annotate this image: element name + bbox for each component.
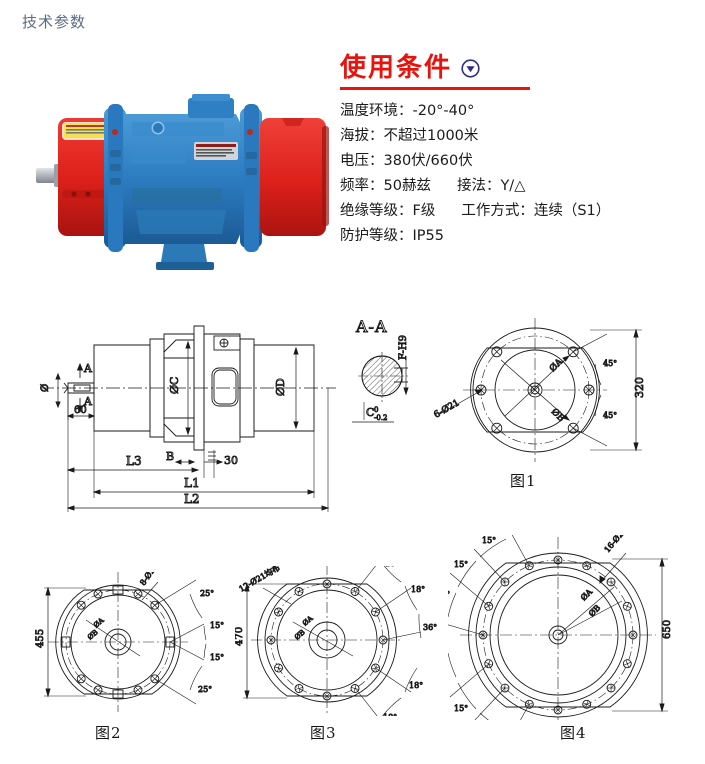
dim-470: 470	[235, 627, 245, 646]
angle-15-e: 15°	[454, 704, 468, 713]
dim-320: 320	[633, 377, 646, 398]
flange-figure-4: ØA ØB 15° 15° 15° 30° 15° 1	[448, 535, 698, 720]
spec-value: 50赫兹	[383, 178, 431, 194]
dim-diameter-d: ØD	[274, 378, 287, 396]
dim-diameter-b: ØB	[293, 628, 306, 641]
dim-b: B	[166, 450, 174, 463]
spec-value: 380伏/660伏	[383, 153, 473, 169]
spec-row-protection: 防护等级： IP55	[340, 224, 700, 249]
dim-diameter-a: ØA	[547, 356, 565, 374]
dim-diameter-a: ØA	[579, 587, 594, 602]
title-underline	[340, 87, 530, 90]
figure-3-caption: 图3	[310, 724, 337, 742]
spec-row-frequency-connection: 频率： 50赫兹 接法： Y/△	[340, 174, 700, 199]
dim-c-lower: -0.2	[374, 414, 388, 422]
hole-label-fig2: 8-Ø21	[138, 572, 159, 587]
usage-conditions-panel: 使用条件 温度环境： -20°-40° 海拔： 不超过1000米 电压： 380…	[340, 55, 700, 249]
spec-value-secondary: Y/△	[500, 178, 526, 194]
flange-figure-3: ØA ØB 18° 18° 36° 18° 18°	[235, 566, 440, 716]
dim-455: 455	[35, 629, 46, 648]
spec-value: F级	[412, 203, 436, 219]
dim-diameter-b: ØB	[549, 406, 567, 424]
spec-value: IP55	[412, 228, 444, 244]
page-title: 技术参数	[22, 13, 87, 31]
angle-45-bottom: 45°	[603, 411, 617, 420]
dim-diameter-b: ØB	[587, 603, 602, 618]
spec-value-secondary: 连续（S1）	[533, 203, 611, 219]
spec-label: 温度环境：	[340, 103, 413, 119]
spec-label: 电压：	[340, 153, 384, 169]
angle-25-bottom: 25°	[198, 685, 212, 694]
dim-l2: L2	[184, 492, 200, 506]
dim-c-upper: 0	[374, 406, 378, 414]
spec-row-voltage: 电压： 380伏/660伏	[340, 149, 700, 174]
spec-label-secondary: 工作方式：	[461, 203, 534, 219]
angle-15-c: 15°	[448, 590, 450, 599]
dim-section-a-bottom: A	[83, 395, 93, 408]
angle-15-top: 15°	[210, 621, 224, 630]
spec-value: 不超过1000米	[383, 128, 479, 144]
dim-60: 60	[74, 405, 87, 416]
section-a-a-detail: A-A F-H9 C 0 -0.2	[348, 316, 448, 426]
dim-diameter-a: ØA	[301, 614, 315, 628]
spec-value: -20°-40°	[412, 103, 475, 119]
section-label: A-A	[355, 317, 388, 336]
dim-650: 650	[662, 620, 673, 639]
product-photo	[36, 92, 336, 272]
angle-18-b: 18°	[411, 585, 425, 594]
angle-18-c: 18°	[409, 681, 423, 690]
dim-shaft-diameter: Ø	[40, 384, 51, 392]
angle-18-a: 18°	[385, 566, 399, 568]
spec-row-altitude: 海拔： 不超过1000米	[340, 124, 700, 149]
hole-label-fig4: 16-Ø21	[603, 535, 629, 554]
hole-label-fig1: 6-Ø21	[432, 397, 461, 420]
angle-15-bottom: 15°	[210, 653, 224, 662]
dim-c: C	[366, 406, 374, 419]
angle-45-top: 45°	[603, 359, 617, 368]
flange-figure-1: ØA ØB 45° 45° 6-Ø21 320	[430, 318, 680, 468]
dim-section-a-top: A	[83, 362, 93, 375]
dim-f-h9: F-H9	[398, 335, 409, 360]
chevron-down-circle-icon	[461, 58, 480, 78]
spec-label: 频率：	[340, 178, 384, 194]
spec-label: 防护等级：	[340, 228, 413, 244]
main-elevation-drawing: A A Ø 60 ØC ØD	[18, 312, 348, 517]
spec-row-insulation-duty: 绝缘等级： F级 工作方式： 连续（S1）	[340, 199, 700, 224]
dim-diameter-c: ØC	[168, 377, 181, 394]
dim-l1: L1	[184, 476, 200, 490]
angle-15-b: 15°	[454, 560, 468, 569]
figure-1-caption: 图1	[510, 472, 537, 490]
angle-36: 36°	[423, 623, 437, 632]
angle-15-a: 15°	[482, 536, 496, 545]
figure-2-caption: 图2	[95, 724, 122, 742]
spec-label: 海拔：	[340, 128, 384, 144]
spec-label: 绝缘等级：	[340, 203, 413, 219]
usage-conditions-list: 温度环境： -20°-40° 海拔： 不超过1000米 电压： 380伏/660…	[340, 99, 700, 249]
figure-4-caption: 图4	[560, 724, 587, 742]
dim-diameter-b: ØB	[86, 628, 99, 641]
angle-25-top: 25°	[200, 589, 214, 598]
usage-conditions-title: 使用条件	[340, 53, 453, 83]
usage-conditions-header: 使用条件	[340, 55, 700, 81]
hole-label-fig3: 12-Ø21均布	[237, 566, 282, 594]
dim-diameter-a: ØA	[92, 616, 106, 630]
angle-18-d: 18°	[383, 713, 397, 716]
spec-label-secondary: 接法：	[456, 178, 501, 194]
flange-figure-2: ØA ØB 25° 15° 15° 25° 8-Ø21	[30, 572, 230, 717]
spec-row-temperature: 温度环境： -20°-40°	[340, 99, 700, 124]
dim-30: 30	[224, 454, 238, 467]
dim-l3: L3	[126, 454, 142, 468]
